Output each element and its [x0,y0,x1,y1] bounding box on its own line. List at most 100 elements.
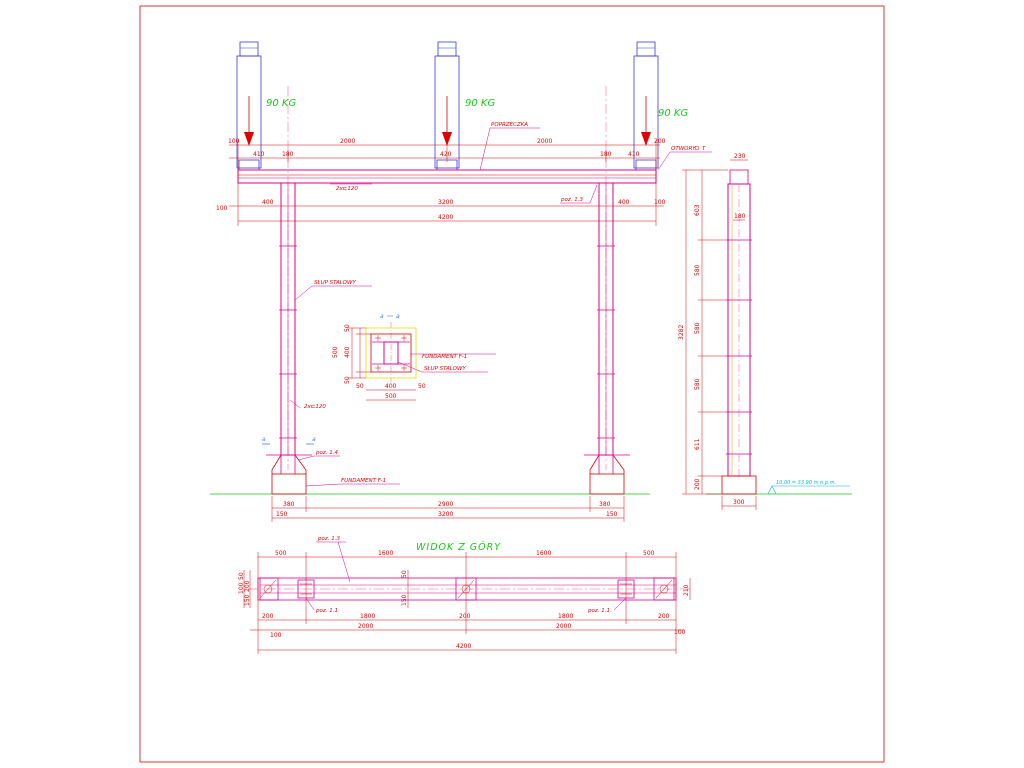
poz14-label: poz. 1.4 [315,450,338,456]
load-right [633,41,659,171]
leader-foundation [305,483,341,487]
load-cap [636,41,656,57]
dim-beam-1: 400 [262,199,274,206]
column-left-ties [279,245,297,439]
leader-holes [657,151,671,171]
load-label-right: 90 KG [658,108,688,119]
side-dim-v-2: 580 [694,322,701,334]
top-dim-right: 210 [683,584,690,596]
top-dim-row2-3: 100 [674,629,686,636]
elevation-label: 10.00 = 33.90 m n.p.m. [776,480,836,486]
dim-top-4: 420 [440,151,452,158]
top-view-title: WIDOK Z GÓRY [416,541,501,553]
load-cap [437,41,457,57]
side-foundation [721,475,757,495]
dim-top-5: 2000 [537,138,552,145]
holes-label: OTWORY [671,146,696,152]
load-label-left: 90 KG [266,98,296,109]
beam-profile-top: 2x⊏120 [336,186,358,192]
dim-base2-2: 150 [606,511,618,518]
side-head [729,169,749,185]
crossbeam [237,169,657,184]
section-dim-h-1: 400 [385,383,397,390]
section-title-left: a [380,313,384,320]
load-arrow-head [442,132,452,146]
leader-top-poz11-left [305,597,315,611]
leader-column [294,285,313,301]
poz13-label: poz. 1.3 [560,197,583,203]
section-outer-plate [365,327,417,379]
section-detail: a a FUNDAMENT F-1 SŁUP STALOWY [332,313,496,401]
top-poz13-label: poz. 1.3 [317,536,340,542]
section-base-plate [370,333,412,373]
top-dim-0: 500 [275,550,287,557]
load-arrow-head [641,132,651,146]
dim-top-0: 100 [228,138,240,145]
side-view: 230 180 603 580 580 580 611 200 3282 300… [678,153,852,510]
side-dim-v-0: 603 [694,204,701,216]
top-dim-total: 4200 [456,643,471,650]
dim-top-7: 410 [628,151,640,158]
leader-top-poz11-right [613,597,627,611]
top-dim-row2-1: 2000 [358,623,373,630]
top-dim-row1-0: 200 [262,613,274,620]
dim-beam-4: 100 [654,199,666,206]
top-dim-2: 1600 [536,550,551,557]
dim-base1-2: 380 [599,501,611,508]
top-dim-left-1: 100 [238,582,245,594]
section-dim-h-0: 50 [356,383,364,390]
side-dim-v-1: 580 [694,264,701,276]
crossbeam-label: POPRZECZKA [491,122,528,128]
load-label-middle: 90 KG [465,98,495,109]
top-dim-row2-0: 100 [270,632,282,639]
top-dim-row1-2: 200 [459,613,471,620]
foundation-label: FUNDAMENT F-1 [341,478,386,484]
load-left [236,41,262,171]
dim-base2-0: 150 [276,511,288,518]
top-dim-3: 500 [643,550,655,557]
dim-top-6: 180 [600,151,612,158]
section-dim-v-total: 500 [332,346,339,358]
dim-beam-2: 3200 [438,199,453,206]
foundation-right [584,454,630,495]
load-base [635,159,657,171]
side-dim-total: 3282 [678,325,685,340]
side-dim-v-4: 611 [694,438,701,450]
leader-beam-bottom [289,399,301,409]
leader-crossbeam [479,127,491,171]
drawing-frame [139,5,885,763]
section-dimension-lines [348,327,416,401]
section-dim-v-0: 50 [344,324,351,332]
section-mark-left: a [262,436,266,443]
dim-base1-1: 2900 [438,501,453,508]
section-dim-v-2: 50 [344,376,351,384]
dimension-lines [229,140,664,522]
dim-beam-3: 400 [618,199,630,206]
holes-diameter-icon [694,145,700,151]
top-dim-left-0: 50 [238,572,245,580]
side-dim-v-5: 200 [694,478,701,490]
column-right-ties [597,245,615,439]
top-dim-mid-v2: 150 [401,594,408,606]
leader-top-poz13 [337,541,351,583]
side-dim-v-3: 580 [694,378,701,390]
holes-suffix: T [702,146,706,152]
side-dim-top: 230 [734,153,746,160]
leader-poz13 [589,184,598,204]
section-foundation-label: FUNDAMENT F-1 [422,354,467,360]
top-dim-left-2: 150 [244,594,251,606]
top-dim-left-3: 200 [244,580,251,592]
side-dim-inner: 180 [734,213,746,220]
top-poz11-left-label: poz. 1.1 [315,608,338,614]
top-dim-row1-1: 1800 [360,613,375,620]
column-label: SŁUP STALOWY [314,280,356,286]
elevation-marker [767,485,777,495]
dim-base2-1: 3200 [438,511,453,518]
dim-total: 4200 [438,214,453,221]
load-base [238,159,260,171]
top-dimension-lines [243,552,691,654]
section-dim-h-total: 500 [385,393,397,400]
section-column-label: SŁUP STALOWY [424,366,466,372]
section-title-right: a [396,313,400,320]
